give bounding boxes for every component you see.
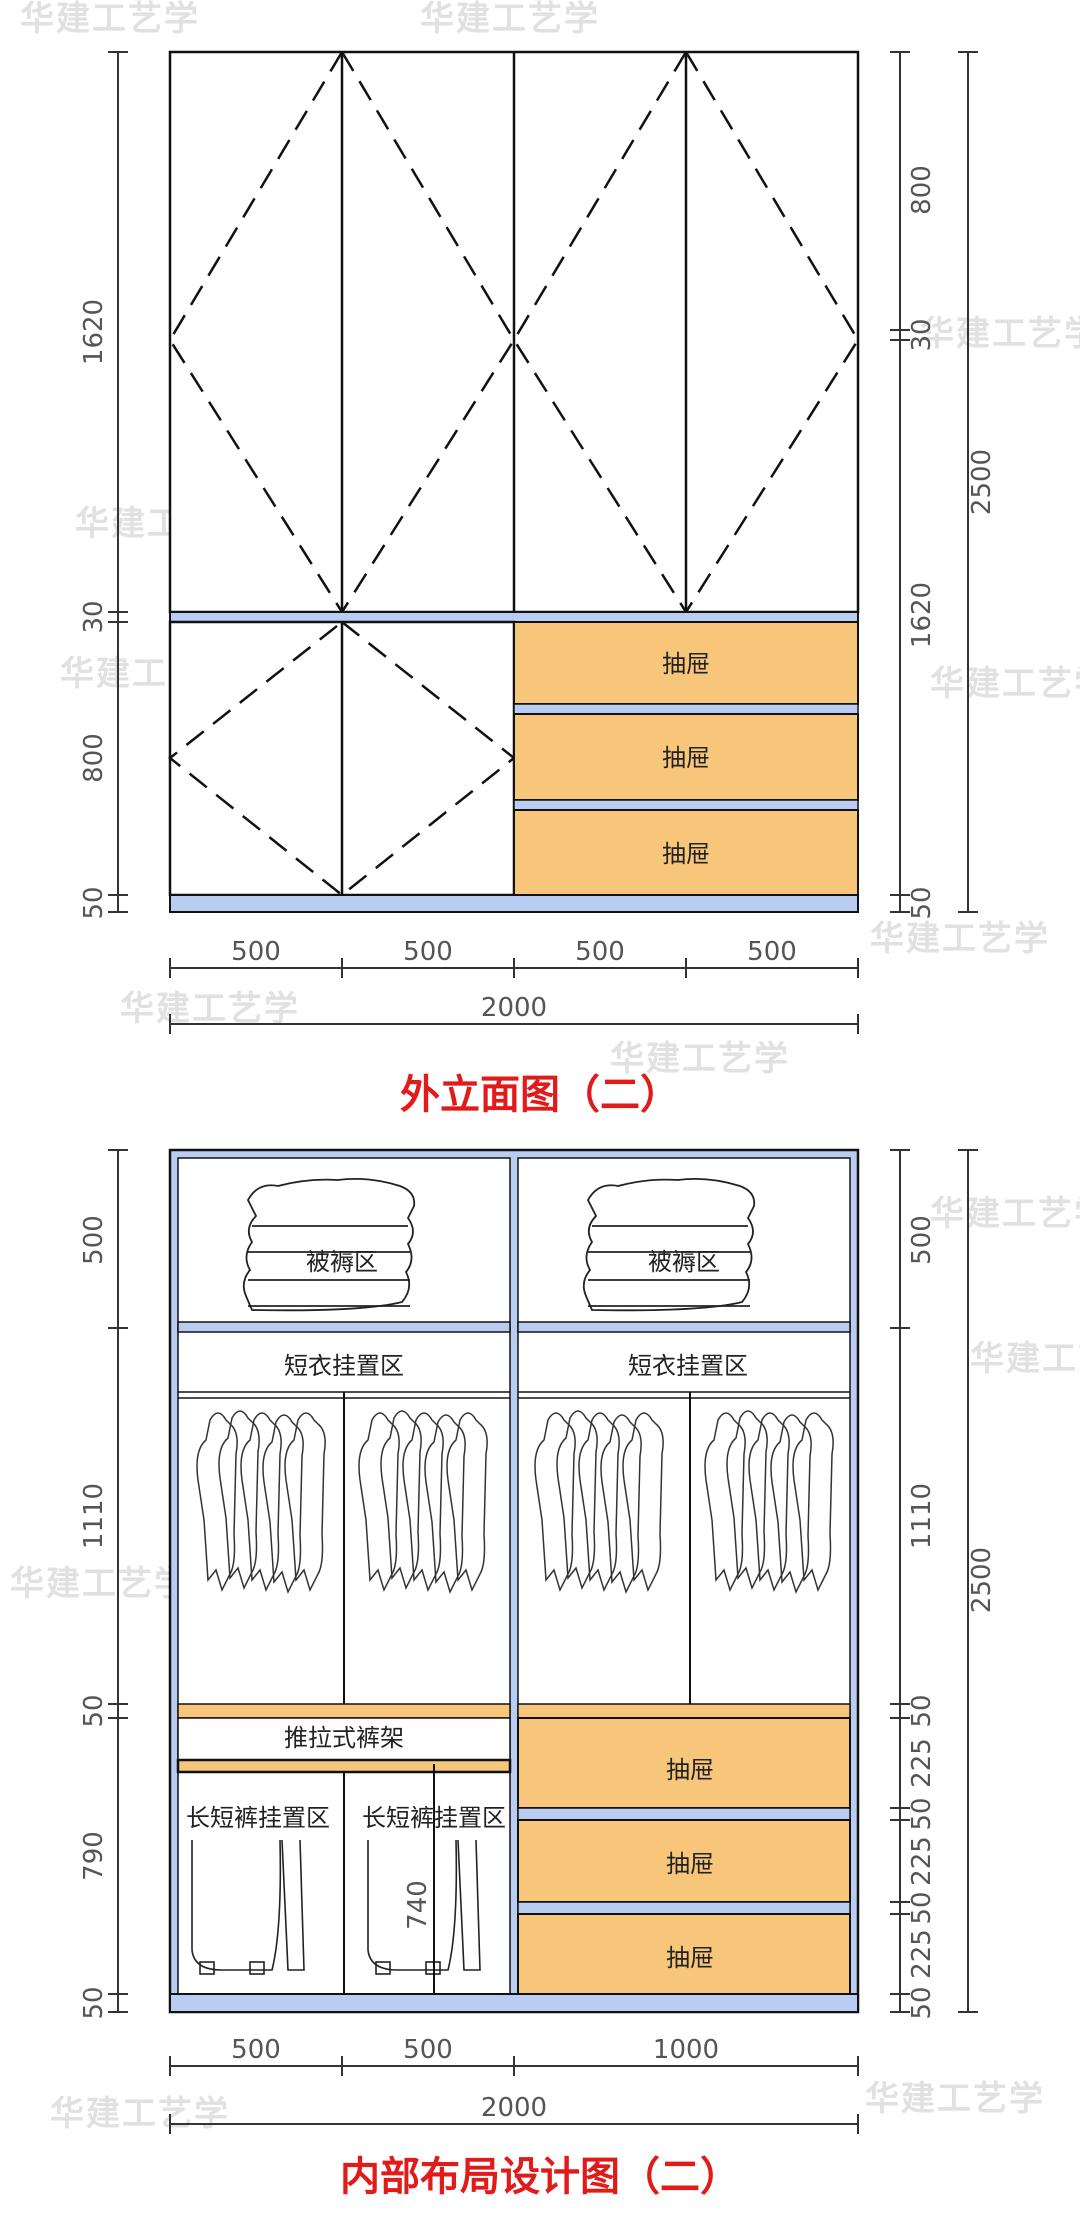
dim-text: 2000 [481, 993, 547, 1023]
dim-text: 500 [747, 937, 797, 967]
watermark-text: 华建工艺学 [420, 0, 600, 39]
drawer-label: 抽屉 [662, 650, 710, 678]
quilt-stack [242, 1177, 416, 1312]
plinth [169, 894, 859, 913]
interior-title: 内部布局设计图（二） [340, 2154, 740, 2200]
short-hang-label: 短衣挂置区 [284, 1352, 404, 1380]
dim-text: 1620 [79, 299, 109, 365]
shelf [177, 1703, 511, 1719]
dim-text: 500 [575, 937, 625, 967]
quilt-label: 被褥区 [306, 1248, 378, 1276]
dim-text: 225 [907, 1929, 937, 1979]
dim-text: 1110 [907, 1483, 937, 1549]
dim-text: 50 [79, 1986, 109, 2019]
watermark-text: 华建工艺学 [870, 919, 1050, 959]
drawer [517, 1913, 851, 1995]
dim-text: 500 [403, 2035, 453, 2065]
exterior-elevation: 抽屉 抽屉 抽屉 1620 30 800 50 800 30 [79, 49, 997, 1034]
watermark-text: 华建工艺学 [120, 989, 300, 1029]
watermark-text: 华建工艺学 [865, 2079, 1045, 2119]
watermark-text: 华建工艺学 [610, 1039, 790, 1079]
dim-bottom: 500 500 500 500 2000 [169, 937, 859, 1034]
drawer-label: 抽屉 [666, 1756, 714, 1784]
dim-text: 800 [79, 733, 109, 783]
dim-text: 1620 [907, 582, 937, 648]
drawer [513, 713, 859, 801]
dim-text: 50 [907, 1891, 937, 1924]
quilt-stack [582, 1177, 756, 1312]
watermark-text: 华建工艺学 [970, 1339, 1080, 1379]
dim-text: 790 [79, 1831, 109, 1881]
dim-text: 30 [907, 318, 937, 351]
drawer-label: 抽屉 [666, 1944, 714, 1972]
drawer-label: 抽屉 [662, 840, 710, 868]
quilt-label: 被褥区 [648, 1248, 720, 1276]
interior-layout: 被褥区 被褥区 短衣挂置区 短衣挂置区 [79, 1148, 997, 2134]
pants-label: 长短裤挂置区 [186, 1804, 330, 1832]
dim-text: 50 [907, 1694, 937, 1727]
dim-text: 500 [403, 937, 453, 967]
dim-text: 225 [907, 1738, 937, 1788]
shelf [517, 1703, 851, 1719]
pants-rack-bar [176, 1758, 512, 1774]
drawer-label: 抽屉 [662, 744, 710, 772]
dim-text: 2000 [481, 2093, 547, 2123]
exterior-title: 外立面图（二） [400, 1072, 680, 1118]
dim-text: 50 [907, 886, 937, 919]
watermark-text: 华建工艺学 [10, 1564, 190, 1604]
drawer [517, 1717, 851, 1809]
watermark-text: 华建工艺学 [930, 1194, 1080, 1234]
watermark-text: 华建工艺学 [20, 0, 200, 39]
drawer-gap [513, 799, 859, 811]
dim-text: 225 [907, 1836, 937, 1886]
shelf [177, 1321, 511, 1333]
shelf [517, 1321, 851, 1333]
watermark-text: 华建工艺学 [930, 664, 1080, 704]
dim-text: 500 [231, 937, 281, 967]
dim-text: 2500 [967, 449, 997, 515]
dim-text: 30 [79, 600, 109, 633]
dim-left: 1620 30 800 50 [79, 51, 128, 920]
dim-text: 2500 [967, 1547, 997, 1613]
dim-text: 500 [907, 1215, 937, 1265]
door-open-symbol [167, 620, 517, 897]
dim-text: 50 [79, 886, 109, 919]
drawer-label: 抽屉 [666, 1850, 714, 1878]
watermark-text: 华建工艺学 [50, 2094, 230, 2134]
shelf-band [169, 611, 859, 623]
drawer-gap [517, 1807, 851, 1821]
dim-text: 50 [79, 1694, 109, 1727]
dim-right: 800 30 1620 50 2500 [890, 51, 997, 920]
dim-text: 800 [907, 165, 937, 215]
dim-text: 1110 [79, 1483, 109, 1549]
drawer-gap [513, 703, 859, 715]
dim-text: 500 [79, 1215, 109, 1265]
plinth [169, 1993, 859, 2013]
dim-text: 740 [403, 1880, 433, 1930]
dim-left: 500 1110 50 790 50 [79, 1149, 128, 2020]
dim-text: 50 [907, 1986, 937, 2019]
watermark-text: 华建工艺学 [920, 314, 1080, 354]
drawer [513, 621, 859, 705]
pants-rack-label: 推拉式裤架 [284, 1724, 404, 1752]
dim-text: 50 [907, 1797, 937, 1830]
dim-text: 1000 [653, 2035, 719, 2065]
dim-bottom: 500 500 1000 2000 [169, 2035, 859, 2134]
dim-text: 500 [231, 2035, 281, 2065]
dim-right: 500 1110 50 225 50 225 50 225 50 2500 [890, 1149, 997, 2020]
drawer-gap [517, 1901, 851, 1915]
short-hang-label: 短衣挂置区 [628, 1352, 748, 1380]
